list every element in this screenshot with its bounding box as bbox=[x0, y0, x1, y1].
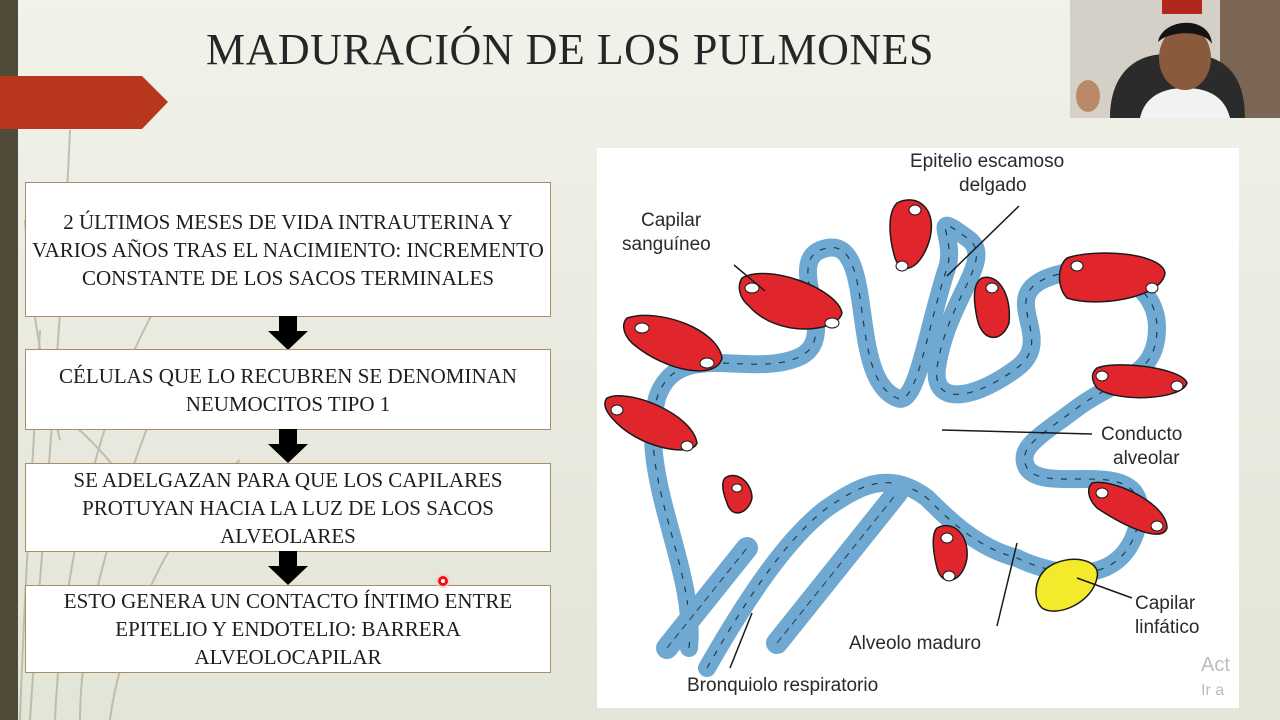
title-ribbon bbox=[0, 76, 168, 129]
step-text-4: ESTO GENERA UN CONTACTO ÍNTIMO ENTRE EPI… bbox=[63, 589, 513, 669]
activation-watermark-1: Act bbox=[1201, 654, 1230, 676]
step-text-2: CÉLULAS QUE LO RECUBREN SE DENOMINAN NEU… bbox=[59, 363, 517, 416]
presenter-video bbox=[1070, 0, 1280, 118]
label-capilar-sanguineo-1: Capilar bbox=[641, 210, 702, 231]
step-text-1: 2 ÚLTIMOS MESES DE VIDA INTRAUTERINA Y V… bbox=[32, 209, 544, 290]
label-bronquiolo: Bronquiolo respiratorio bbox=[687, 675, 879, 696]
activation-watermark-2: Ir a bbox=[1201, 682, 1225, 699]
label-capilar-sanguineo-2: sanguíneo bbox=[622, 234, 711, 255]
down-arrow-icon bbox=[268, 316, 308, 350]
slide-title: MADURACIÓN DE LOS PULMONES bbox=[205, 25, 935, 74]
lung-alveolus-figure: Epitelio escamoso delgado Capilar sanguí… bbox=[597, 148, 1239, 708]
label-conducto-2: alveolar bbox=[1113, 448, 1180, 469]
step-box-3: SE ADELGAZAN PARA QUE LOS CAPILARES PROT… bbox=[25, 463, 551, 552]
step-box-4: ESTO GENERA UN CONTACTO ÍNTIMO ENTRE EPI… bbox=[25, 585, 551, 673]
step-text-3: SE ADELGAZAN PARA QUE LOS CAPILARES PROT… bbox=[73, 467, 503, 548]
step-box-2: CÉLULAS QUE LO RECUBREN SE DENOMINAN NEU… bbox=[25, 349, 551, 430]
label-epitelio-2: delgado bbox=[959, 175, 1027, 196]
alveolus-diagram bbox=[604, 199, 1188, 677]
label-epitelio-1: Epitelio escamoso bbox=[910, 151, 1065, 172]
step-box-1: 2 ÚLTIMOS MESES DE VIDA INTRAUTERINA Y V… bbox=[25, 182, 551, 317]
pointer-cursor-icon bbox=[438, 576, 448, 586]
left-accent-bar bbox=[0, 0, 18, 720]
down-arrow-icon bbox=[268, 551, 308, 585]
label-conducto-1: Conducto bbox=[1101, 424, 1183, 445]
label-capilar-linfatico-1: Capilar bbox=[1135, 593, 1196, 614]
down-arrow-icon bbox=[268, 429, 308, 463]
label-alveolo-maduro: Alveolo maduro bbox=[849, 633, 982, 654]
webcam-overlay bbox=[1070, 0, 1280, 118]
label-capilar-linfatico-2: linfático bbox=[1135, 617, 1200, 638]
